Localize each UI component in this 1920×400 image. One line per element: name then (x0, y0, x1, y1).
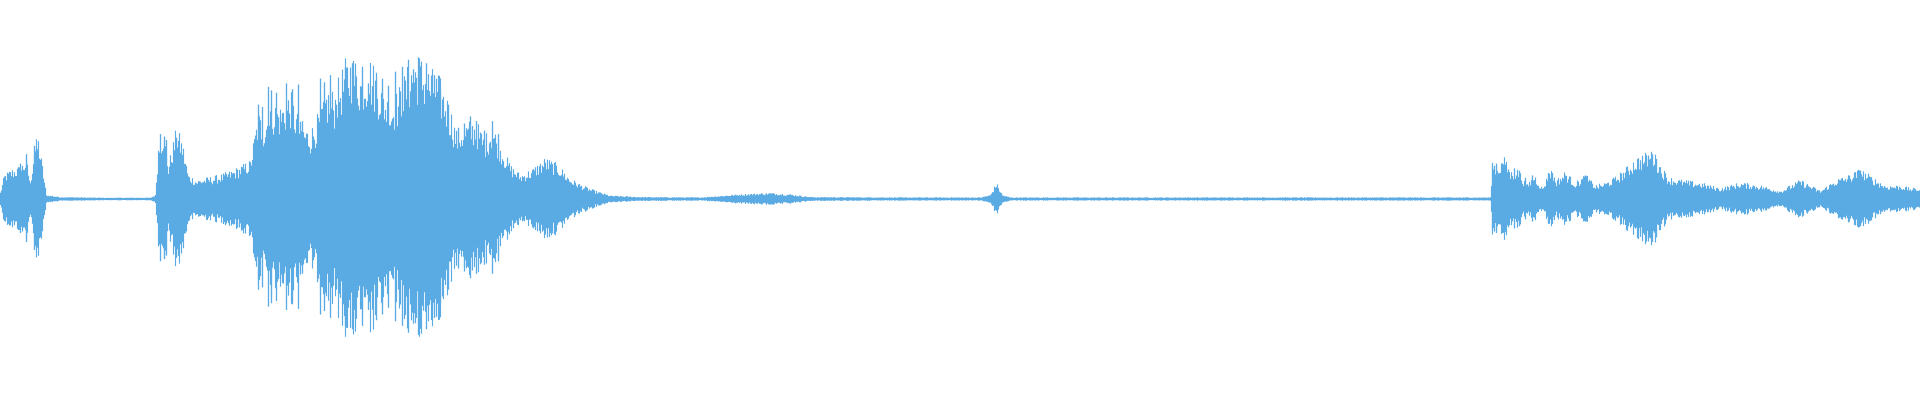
waveform-body (0, 58, 1920, 337)
waveform-envelope (0, 58, 1920, 337)
waveform-transients (19, 57, 1862, 335)
